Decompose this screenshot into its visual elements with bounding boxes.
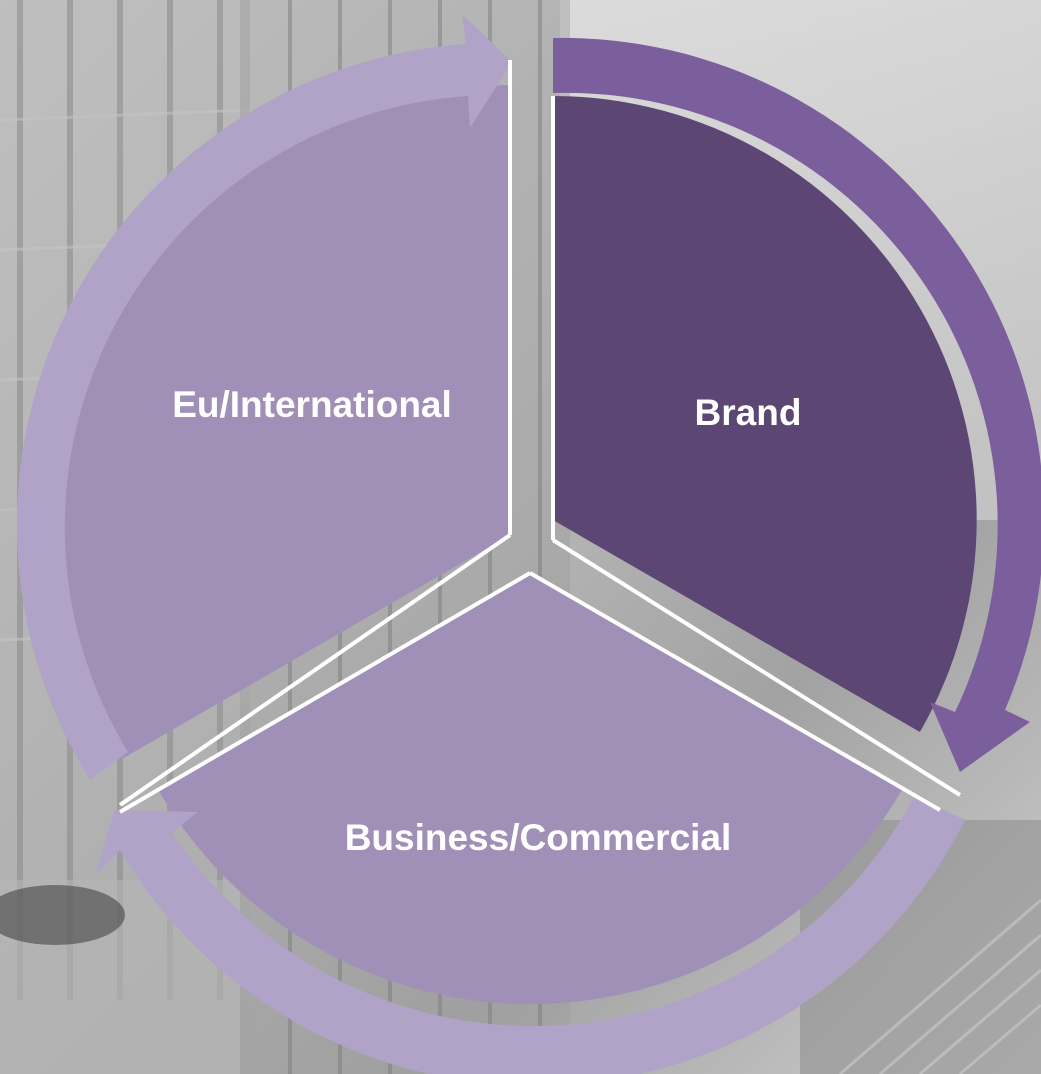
segment-dividers <box>118 60 962 814</box>
arrow-international <box>16 14 512 780</box>
cycle-arrows <box>16 14 1041 1074</box>
arrow-brand <box>553 37 1041 772</box>
segment-label-business: Business/Commercial <box>345 817 732 858</box>
segment-international <box>59 84 510 761</box>
segment-label-international: Eu/International <box>172 384 452 425</box>
arrow-business <box>95 795 965 1074</box>
segment-label-brand: Brand <box>695 392 802 433</box>
segment-brand <box>553 96 977 732</box>
car-silhouette <box>0 885 125 945</box>
